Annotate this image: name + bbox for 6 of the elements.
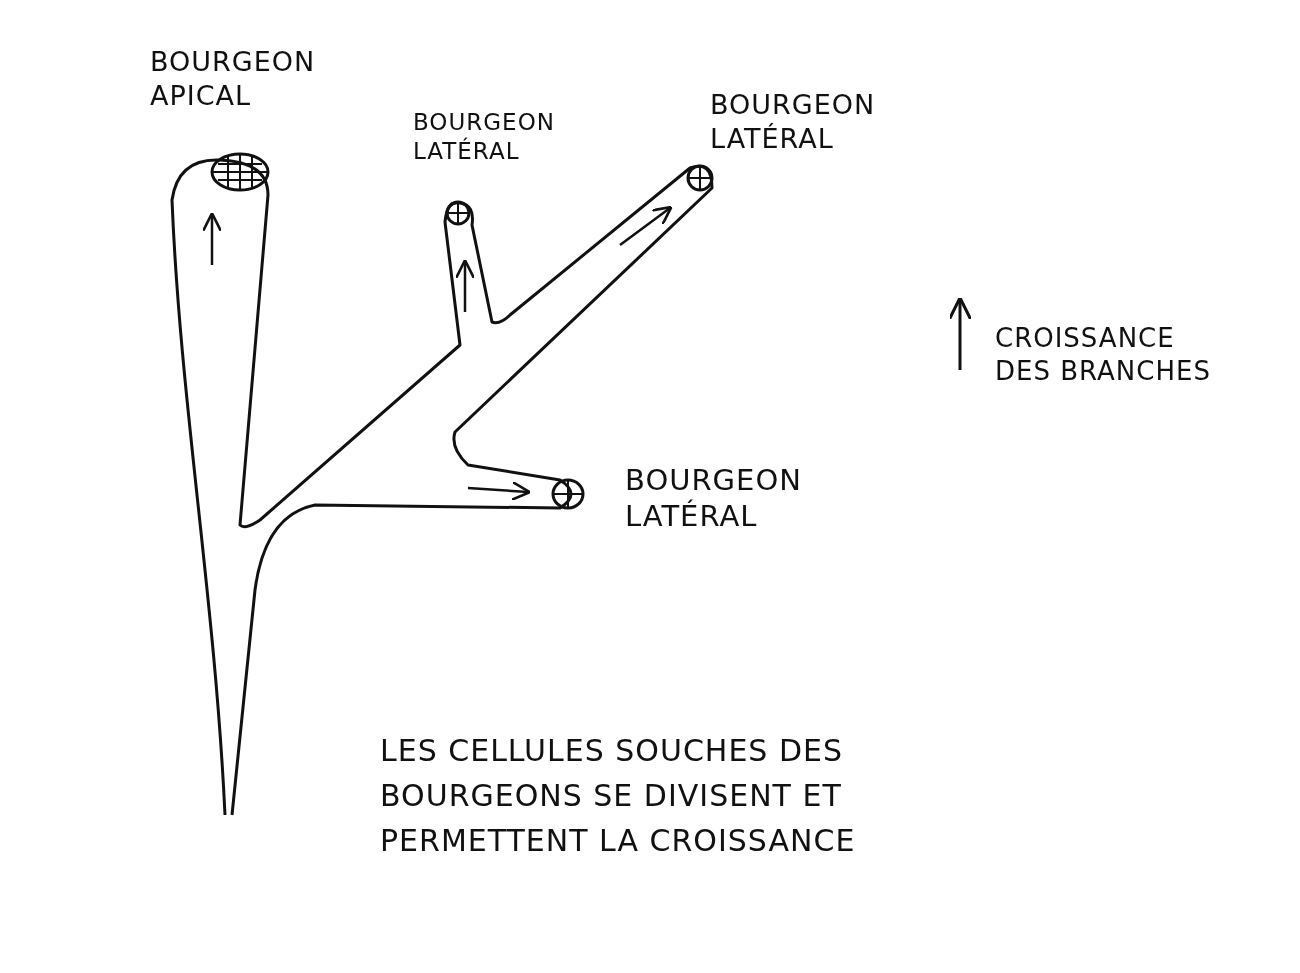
legend-text: CROISSANCE DES BRANCHES [995,322,1212,387]
bud-label: BOURGEON APICAL [150,45,317,113]
caption-text: LES CELLULES SOUCHES DES BOURGEONS SE DIVISENT ET PERMETTENT LA CROISSANCE [380,732,857,860]
bud-label: BOURGEON LATÉRAL [625,462,803,535]
bud-label: BOURGEON LATÉRAL [710,88,877,156]
bud-label: BOURGEON LATÉRAL [413,108,556,166]
